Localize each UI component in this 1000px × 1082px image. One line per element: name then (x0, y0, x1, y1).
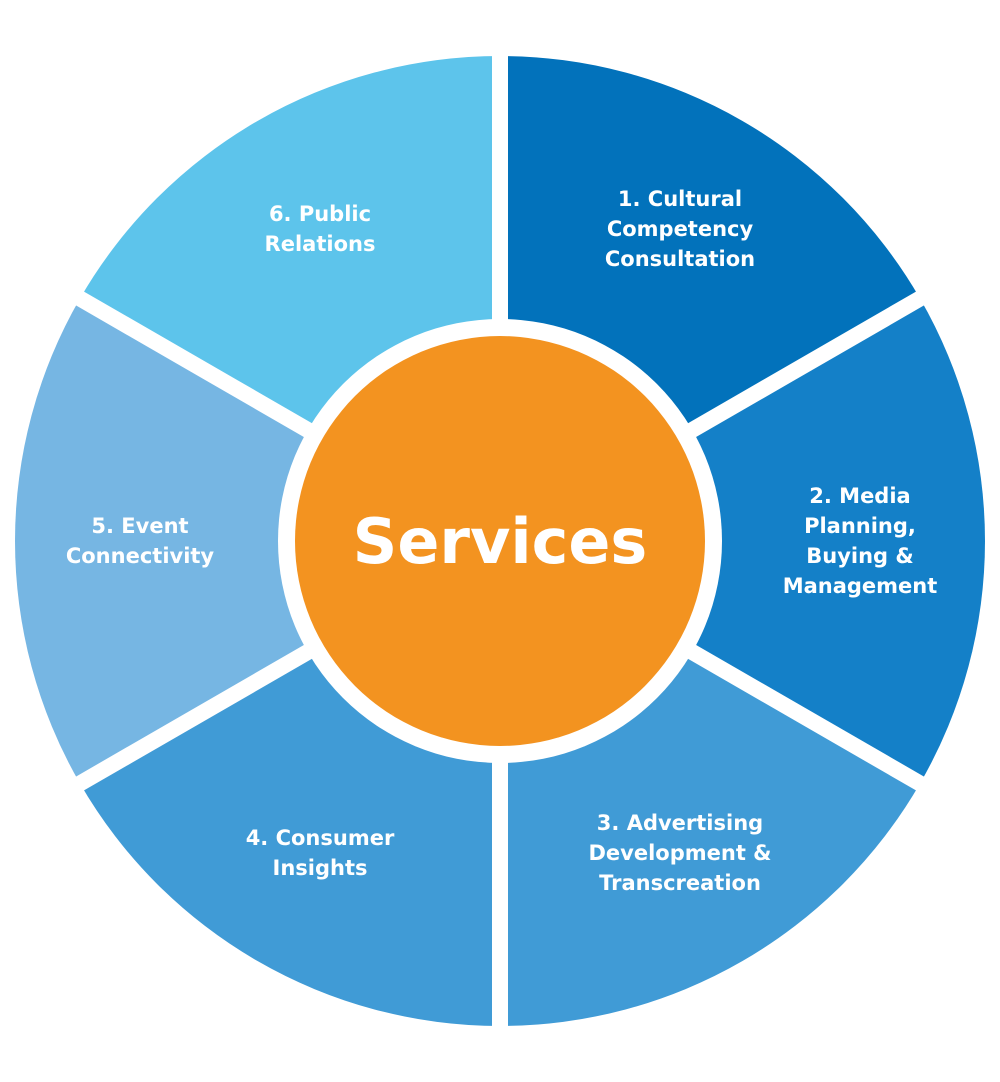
segment-5 (15, 298, 501, 784)
segment-label-line: Management (783, 574, 938, 598)
center-title: Services (353, 505, 648, 578)
segment-label-line: Buying & (806, 544, 913, 568)
segment-label-line: 2. Media (809, 484, 910, 508)
segment-label-line: Transcreation (599, 871, 761, 895)
segment-label-line: Development & (588, 841, 771, 865)
segment-label-line: 3. Advertising (597, 811, 763, 835)
segment-label-line: Insights (273, 856, 368, 880)
segment-label-line: 1. Cultural (618, 187, 742, 211)
segment-label-line: 5. Event (91, 514, 188, 538)
segment-label-line: Competency (607, 217, 754, 241)
segment-label-line: Consultation (605, 247, 755, 271)
segment-label-line: Planning, (804, 514, 916, 538)
segment-label-line: 6. Public (269, 202, 371, 226)
segment-label-line: Connectivity (66, 544, 215, 568)
segment-2 (500, 298, 985, 784)
segment-label-line: Relations (265, 232, 376, 256)
center-circle (295, 336, 705, 746)
segment-label-line: 4. Consumer (246, 826, 395, 850)
